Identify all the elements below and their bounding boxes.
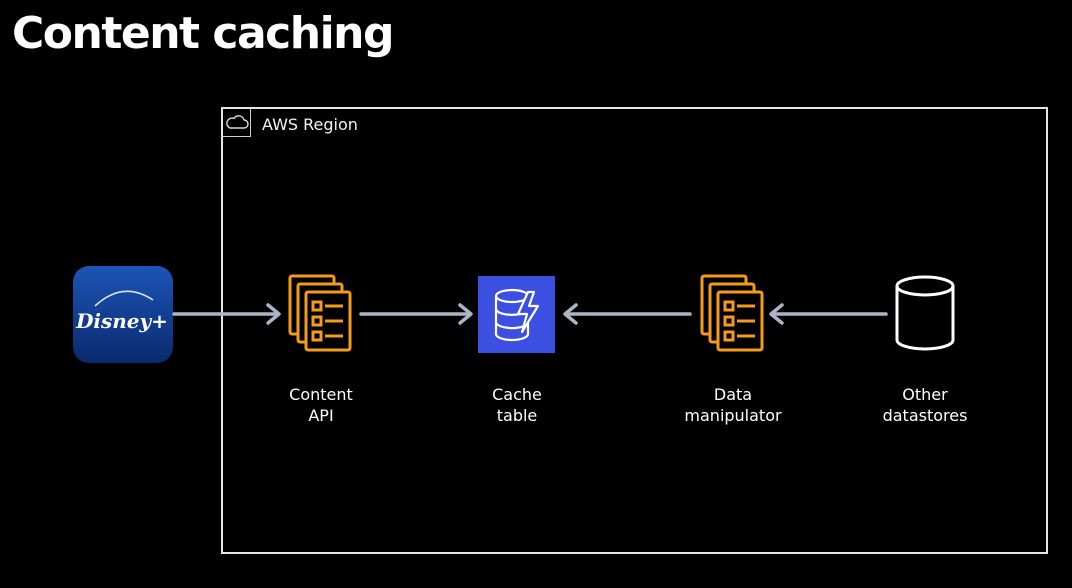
content-api-label: Content API [289, 385, 353, 425]
other-datastores-label: Other datastores [882, 385, 968, 425]
data-manipulator-icon [700, 274, 764, 352]
cache-table-label: Cache table [492, 385, 542, 425]
disney-plus-app-icon: Disney+ [73, 266, 173, 363]
slide-title: Content caching [12, 8, 394, 59]
disney-plus-logo-text: Disney+ [75, 309, 168, 333]
arrow-content-api-to-cache-table [359, 303, 473, 325]
cache-table-icon [478, 276, 555, 353]
content-api-icon [288, 274, 352, 352]
data-manipulator-label: Data manipulator [684, 385, 782, 425]
aws-region-group: AWS Region [221, 107, 1048, 554]
cloud-icon [226, 115, 249, 129]
arrow-disney-to-content-api [172, 303, 281, 325]
region-badge [223, 109, 251, 137]
arrow-data-manipulator-to-cache-table [563, 303, 692, 325]
database-cylinder-icon [895, 275, 955, 351]
arrow-datastores-to-data-manipulator [769, 303, 888, 325]
region-label: AWS Region [262, 115, 358, 134]
